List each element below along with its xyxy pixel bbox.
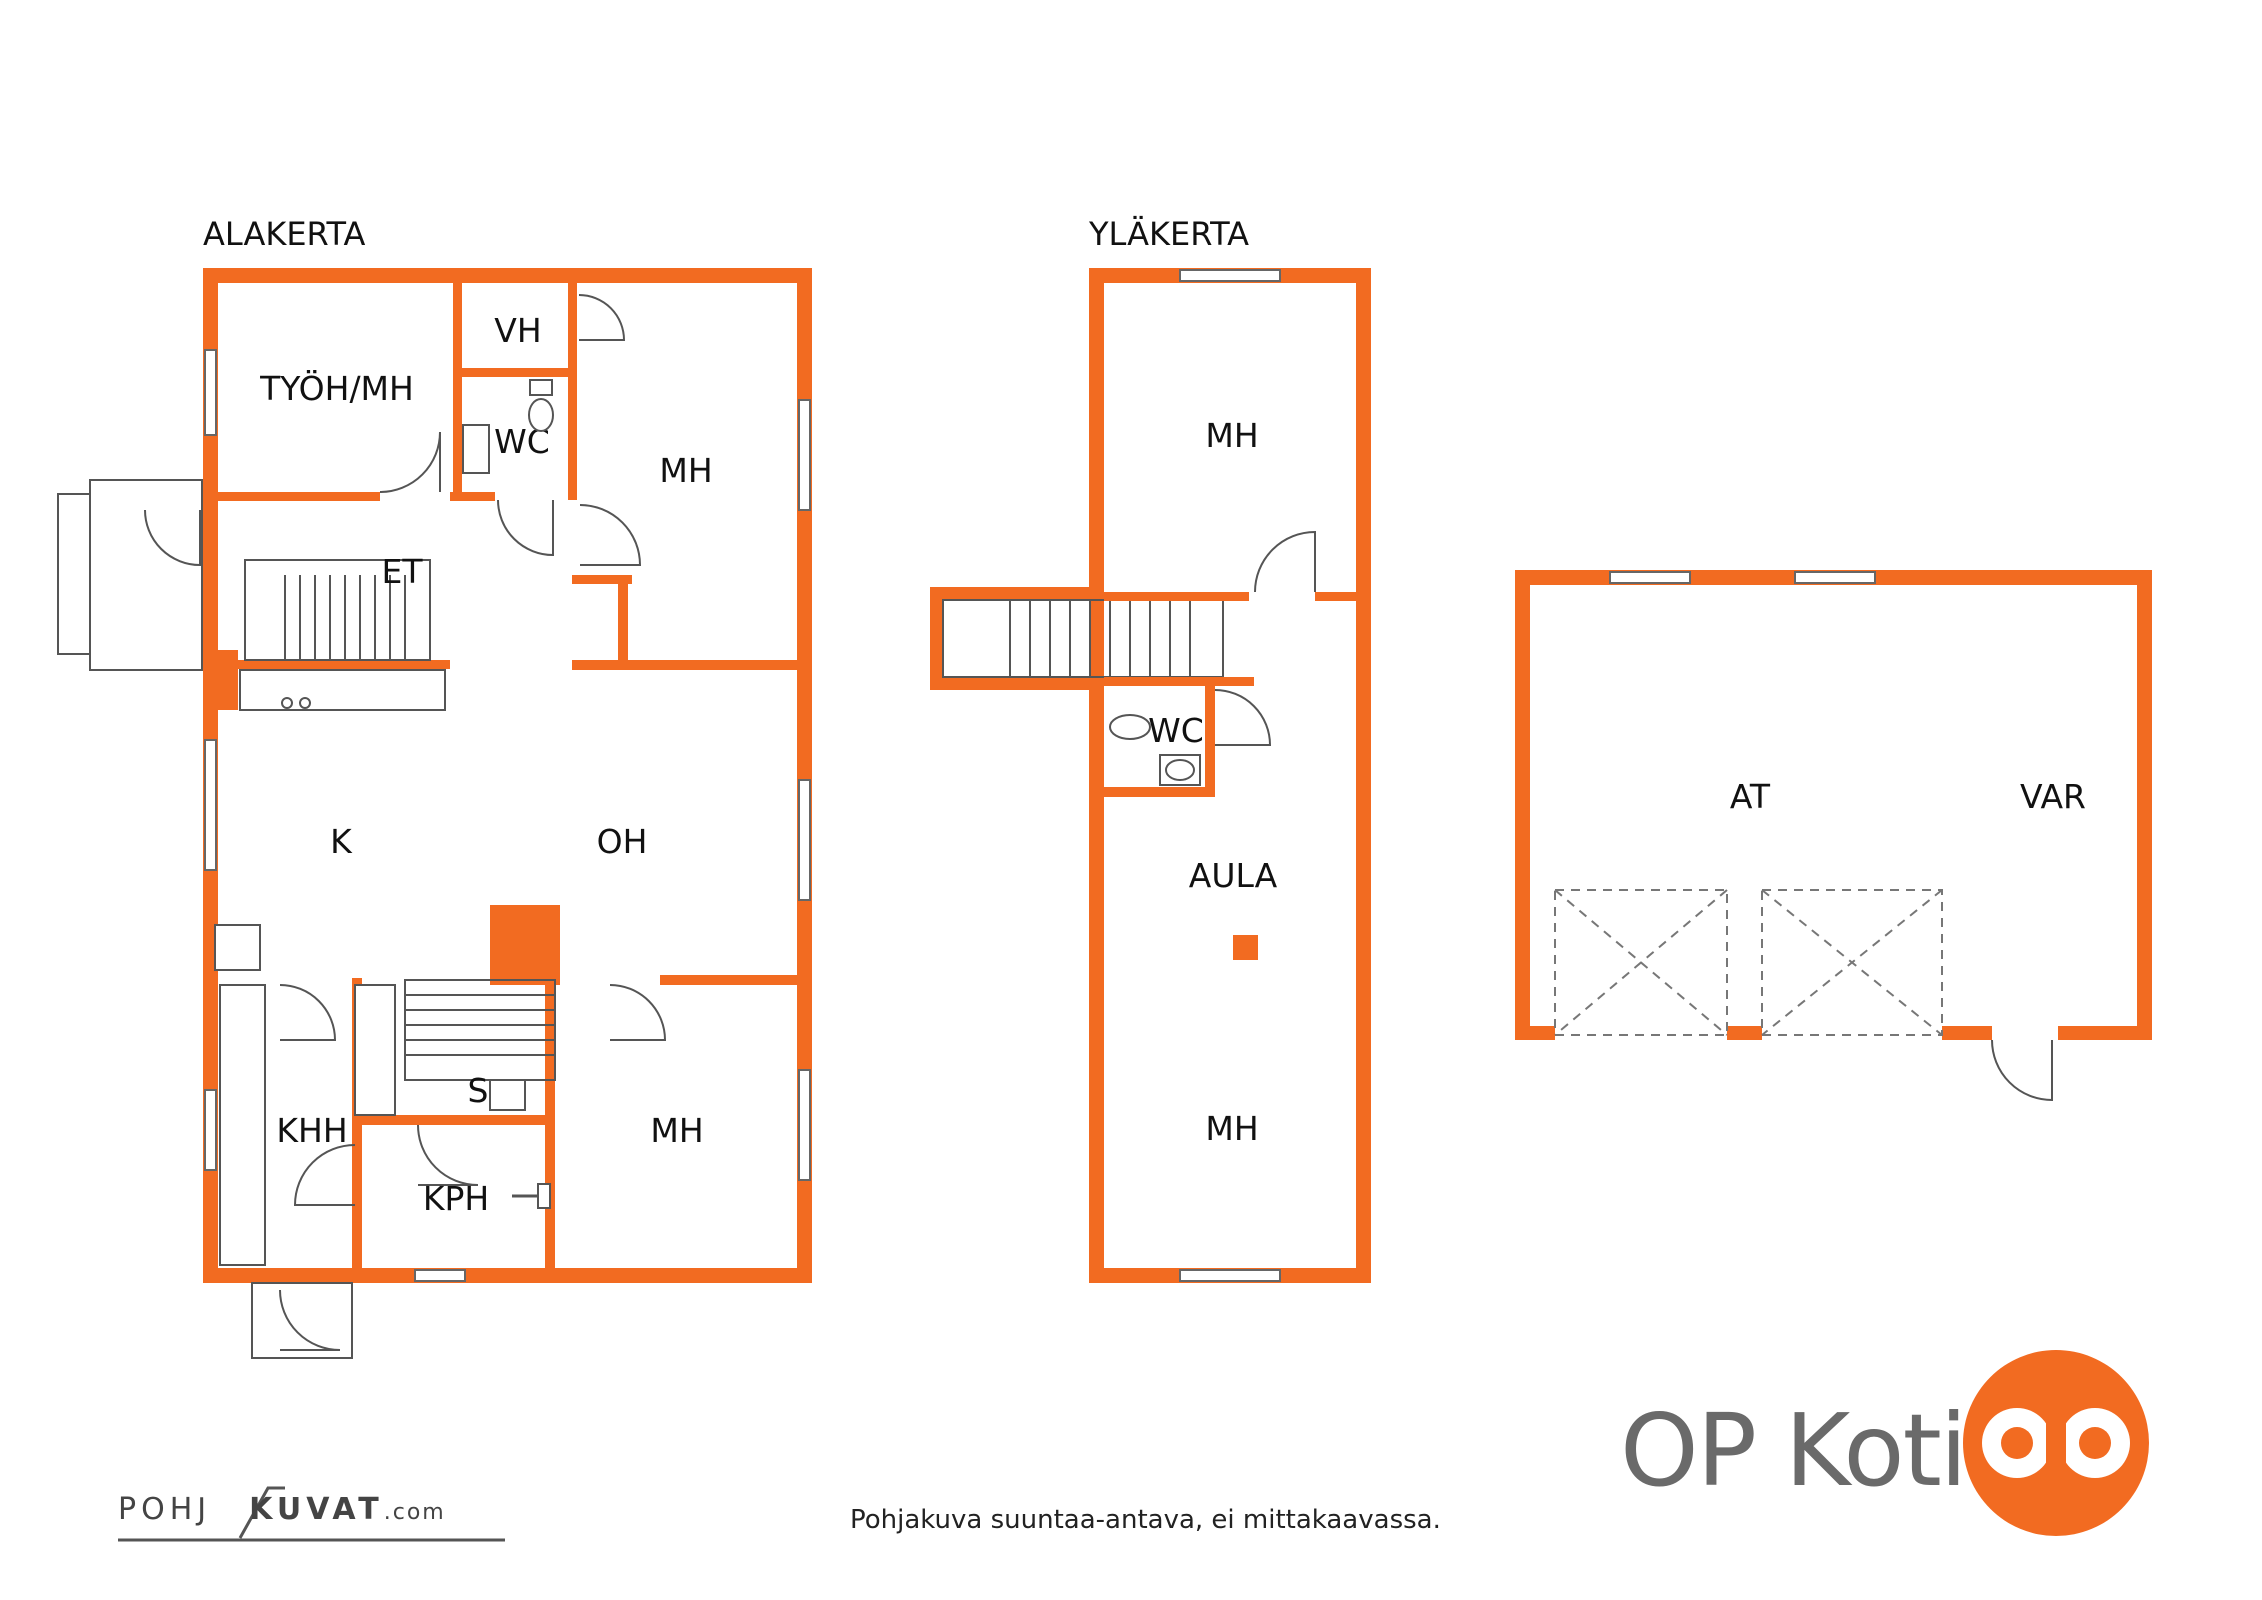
room-mh-ground-bottom: MH: [650, 1111, 703, 1150]
stove-icon: [281, 697, 311, 709]
op-koti-brand: OP Koti: [1620, 1392, 1968, 1509]
sink-icon: [462, 424, 490, 474]
sink-icon: [1159, 754, 1201, 786]
room-var: VAR: [2020, 777, 2086, 816]
room-vh: VH: [494, 311, 541, 350]
room-mh-upper-bottom: MH: [1205, 1109, 1258, 1148]
room-kph: KPH: [423, 1179, 489, 1218]
pohjakuvat-logo-left: POHJ: [118, 1492, 212, 1527]
room-k: K: [330, 822, 353, 861]
op-logo-icon: [1963, 1350, 2149, 1536]
garage: AT VAR: [1515, 570, 2152, 1102]
toilet-icon: [528, 379, 554, 432]
pohjakuvat-logo-mark: [118, 1486, 505, 1542]
ground-floor-title: ALAKERTA: [203, 215, 366, 253]
upper-floor-title: YLÄKERTA: [1088, 215, 1249, 253]
room-s: S: [468, 1071, 489, 1110]
room-mh-ground-top: MH: [659, 451, 712, 490]
pohjakuvat-logo-suffix: .com: [383, 1500, 446, 1525]
pohjakuvat-logo: POHJ KUVAT.com: [118, 1492, 446, 1527]
shower-icon: [512, 1183, 551, 1209]
disclaimer-note: Pohjakuva suuntaa-antava, ei mittakaavas…: [850, 1505, 1441, 1535]
ground-floor: ALAKERTA TYÖH/MH VH WC MH ET K OH KHH S …: [57, 215, 812, 1359]
room-tyoh-mh: TYÖH/MH: [259, 368, 414, 408]
room-wc-upper: WC: [1148, 711, 1204, 750]
room-aula: AULA: [1189, 856, 1278, 895]
room-et: ET: [381, 552, 423, 591]
upper-floor: YLÄKERTA MH WC AULA MH: [930, 215, 1371, 1283]
room-at: AT: [1730, 777, 1771, 816]
room-mh-upper-top: MH: [1205, 416, 1258, 455]
room-khh: KHH: [276, 1111, 347, 1150]
pohjakuvat-logo-right: KUVAT: [249, 1492, 384, 1527]
room-oh: OH: [597, 822, 648, 861]
toilet-icon: [1109, 714, 1151, 740]
